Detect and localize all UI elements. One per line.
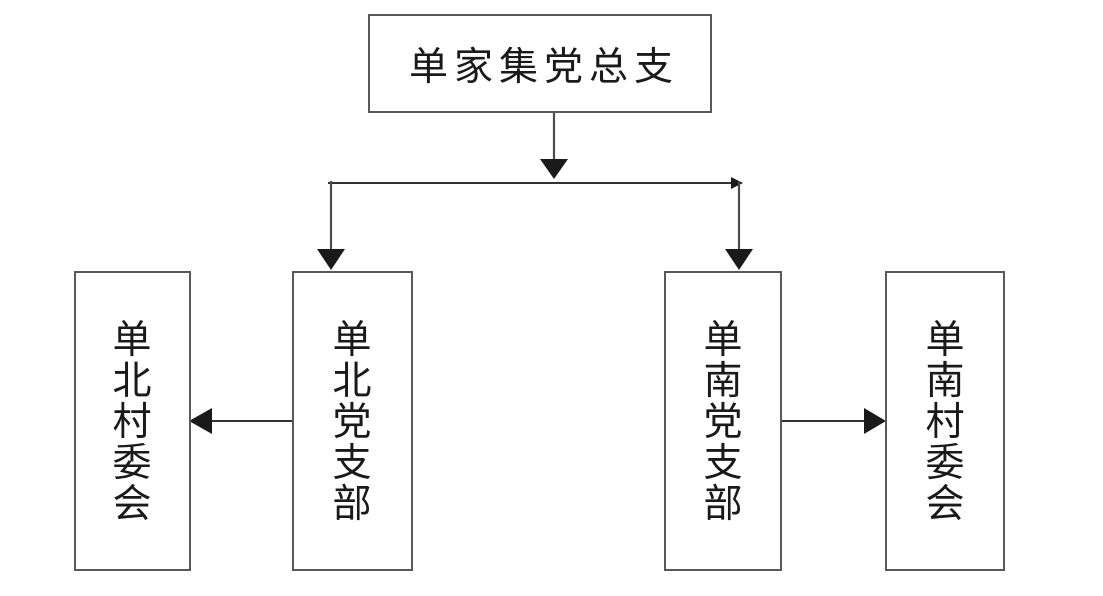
bus-right-arrowhead-icon (731, 177, 743, 189)
node-dan-bei-village-committee[interactable]: 单北村委会 (74, 271, 191, 571)
north-branch-down-arrowhead-icon (317, 249, 345, 270)
south-committee-arrowhead-icon (864, 408, 886, 434)
node-box-south-party-branch[interactable] (664, 271, 782, 571)
node-box-north-party-branch[interactable] (292, 271, 413, 571)
node-dan-nan-party-branch[interactable]: 单南党支部 (664, 271, 782, 571)
distribution-bus-horizontal (328, 177, 743, 189)
node-box-north-village-committee[interactable] (74, 271, 191, 571)
south-party-branch-to-village-committee (781, 408, 886, 434)
node-box-root[interactable] (368, 14, 712, 113)
bus-to-north-party-branch (317, 181, 345, 270)
north-committee-arrowhead-icon (189, 408, 212, 434)
root-to-bus-connector (540, 112, 568, 179)
node-label-north-village-committee: 单北村委会 (112, 318, 151, 527)
north-party-branch-to-village-committee (189, 408, 293, 434)
node-label-south-village-committee: 单南村委会 (925, 318, 964, 527)
bus-to-south-party-branch (725, 181, 753, 270)
node-label-root: 单家集党总支 (409, 45, 679, 90)
node-dan-nan-village-committee[interactable]: 单南村委会 (885, 271, 1005, 571)
node-dan-jia-ji-party-general-branch[interactable]: 单家集党总支 (368, 14, 712, 113)
node-label-north-party-branch: 单北党支部 (332, 318, 371, 527)
root-down-arrowhead-icon (540, 159, 568, 179)
node-box-south-village-committee[interactable] (885, 271, 1005, 571)
south-branch-down-arrowhead-icon (725, 249, 753, 270)
node-label-south-party-branch: 单南党支部 (703, 318, 742, 527)
connector-layer (189, 112, 886, 434)
node-dan-bei-party-branch[interactable]: 单北党支部 (292, 271, 413, 571)
